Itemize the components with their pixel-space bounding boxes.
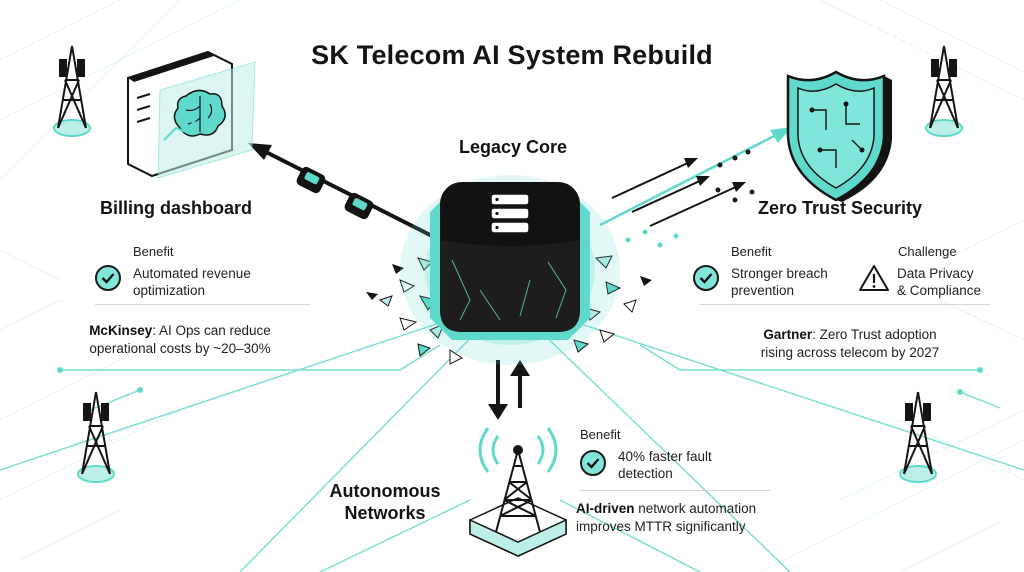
- corner-tower-top-left: [53, 45, 91, 137]
- legacy-core-cube: [400, 175, 620, 365]
- arrows-core-network: [488, 360, 530, 420]
- brain-icon: [127, 50, 256, 179]
- autonomous-networks-heading: Autonomous Networks: [329, 481, 441, 523]
- billing-benefit-label: Benefit: [133, 244, 174, 259]
- zero-trust-benefit-text: Stronger breach prevention: [731, 266, 828, 298]
- autonomous-quote: AI-driven network automation improves MT…: [576, 501, 757, 534]
- zero-trust-heading: Zero Trust Security: [758, 198, 923, 218]
- zero-trust-divider: [700, 304, 990, 305]
- circuit-dots: [57, 367, 983, 395]
- cell-tower-icon: [469, 427, 567, 557]
- arrow-to-zero-trust: [599, 127, 792, 248]
- check-icon: [580, 450, 606, 476]
- zero-trust-challenge-text: Data Privacy & Compliance: [897, 266, 982, 298]
- billing-divider: [95, 304, 310, 305]
- check-icon: [95, 265, 121, 291]
- shield-circuit-icon: [786, 70, 892, 202]
- autonomous-benefit-label: Benefit: [580, 427, 621, 442]
- zero-trust-challenge-label: Challenge: [898, 244, 957, 259]
- server-stack-icon: [490, 193, 530, 234]
- billing-benefit-text: Automated revenue optimization: [133, 266, 251, 298]
- billing-quote: McKinsey: AI Ops can reduce operational …: [89, 323, 271, 356]
- autonomous-divider: [580, 490, 770, 491]
- arrow-to-billing: [248, 143, 441, 242]
- warning-icon: [859, 265, 889, 291]
- billing-heading: Billing dashboard: [100, 198, 253, 218]
- corner-tower-top-right: [925, 45, 963, 137]
- corner-tower-bottom-left: [77, 391, 115, 483]
- autonomous-benefit-text: 40% faster fault detection: [618, 449, 712, 481]
- zero-trust-quote: Gartner: Zero Trust adoption rising acro…: [760, 327, 940, 360]
- page-title: SK Telecom AI System Rebuild: [311, 40, 713, 70]
- zero-trust-benefit-label: Benefit: [731, 244, 772, 259]
- shards: [366, 255, 652, 365]
- corner-tower-bottom-right: [899, 391, 937, 483]
- check-icon: [693, 265, 719, 291]
- legacy-core-label: Legacy Core: [458, 137, 568, 157]
